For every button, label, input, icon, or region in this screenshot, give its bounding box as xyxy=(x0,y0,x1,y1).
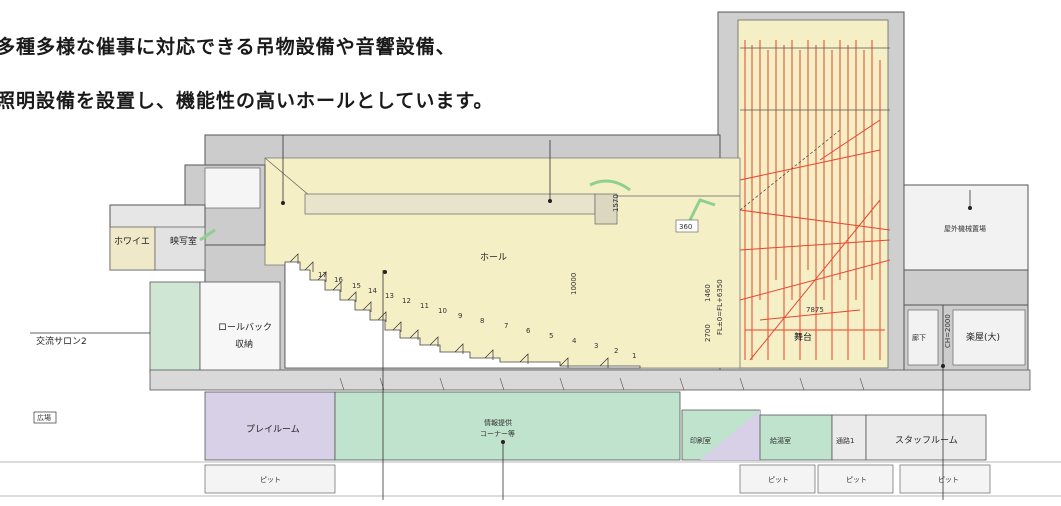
green-room xyxy=(952,309,1026,366)
row-13: 13 xyxy=(385,292,394,300)
plaza-label: 広場 xyxy=(37,413,51,422)
dim-10000: 10000 xyxy=(570,273,578,295)
info-corner xyxy=(334,391,681,461)
dim-ch: CH=2000 xyxy=(944,314,952,348)
pit-3 xyxy=(817,464,894,494)
green-room-label: 楽屋(大) xyxy=(966,331,1000,343)
dim-1570: 1570 xyxy=(612,194,620,212)
dim-360: 360 xyxy=(679,223,692,231)
row-12: 12 xyxy=(402,297,411,305)
dim-2700: 2700 xyxy=(704,324,712,342)
hall-label: ホール xyxy=(480,252,507,263)
foyer-label: ホワイエ xyxy=(114,236,150,247)
corridor-room xyxy=(907,309,939,366)
roll-back-label-2: 収納 xyxy=(235,338,253,350)
row-4: 4 xyxy=(572,337,577,345)
row-8: 8 xyxy=(480,317,484,325)
outdoor-machine-area xyxy=(903,184,1029,271)
info-label-2: コーナー等 xyxy=(480,429,515,438)
exchange-salon-label: 交流サロン2 xyxy=(36,335,87,347)
projection-room xyxy=(204,167,261,209)
pit-2 xyxy=(739,464,816,494)
info-label-1: 情報提供 xyxy=(484,418,512,427)
supply-room-label: 給湯室 xyxy=(770,436,791,445)
row-2: 2 xyxy=(614,347,618,355)
headline-line-1: 多種多様な催事に対応できる吊物設備や音響設備、 xyxy=(0,36,456,58)
row-15: 15 xyxy=(352,282,361,290)
stage-label: 舞台 xyxy=(794,331,812,343)
staff-room xyxy=(865,414,987,461)
headline-line-2: 照明設備を設置し、機能性の高いホールとしています。 xyxy=(0,90,494,112)
pit-4 xyxy=(899,464,991,494)
outdoor-machine-label: 屋外機械置場 xyxy=(944,224,986,233)
row-16: 16 xyxy=(334,276,343,284)
seating-rake xyxy=(284,261,641,369)
row-7: 7 xyxy=(504,322,508,330)
staff-room-label: スタッフルーム xyxy=(895,435,958,446)
seat-row-labels: 17 16 15 14 13 12 11 10 9 8 7 6 5 4 3 2 … xyxy=(318,271,636,360)
row-14: 14 xyxy=(368,287,377,295)
exchange-salon-room xyxy=(149,281,201,373)
row-1: 1 xyxy=(632,352,636,360)
corridor-label: 廊下 xyxy=(912,333,926,342)
row-9: 9 xyxy=(458,312,462,320)
pit-label-4: ピット xyxy=(938,476,959,484)
dim-fl: FL±0=FL+6350 xyxy=(716,279,724,335)
row-17: 17 xyxy=(318,271,327,279)
row-6: 6 xyxy=(526,327,531,335)
stage-rigging xyxy=(739,40,891,361)
pit-label-1: ピット xyxy=(260,476,281,484)
foyer-room xyxy=(109,226,156,271)
playroom xyxy=(204,391,336,461)
roll-back-label-1: ロールバック xyxy=(218,322,272,333)
playroom-label: プレイルーム xyxy=(246,424,300,435)
row-5: 5 xyxy=(549,332,553,340)
stage-area xyxy=(737,19,889,369)
dim-1460: 1460 xyxy=(704,284,712,302)
roll-back-storage xyxy=(199,281,281,373)
supply-room xyxy=(759,414,833,461)
row-10: 10 xyxy=(438,307,447,315)
print-room-label: 印刷室 xyxy=(690,436,711,445)
row-3: 3 xyxy=(594,342,598,350)
pit-label-2: ピット xyxy=(768,476,789,484)
pit-label-3: ピット xyxy=(846,476,867,484)
row-11: 11 xyxy=(420,302,429,310)
projection-room-label: 映写室 xyxy=(170,235,197,247)
ceiling-catwalk xyxy=(304,193,596,215)
pit-1 xyxy=(204,464,336,494)
dim-7875: 7875 xyxy=(806,306,824,314)
passage-label: 通路1 xyxy=(836,436,854,445)
